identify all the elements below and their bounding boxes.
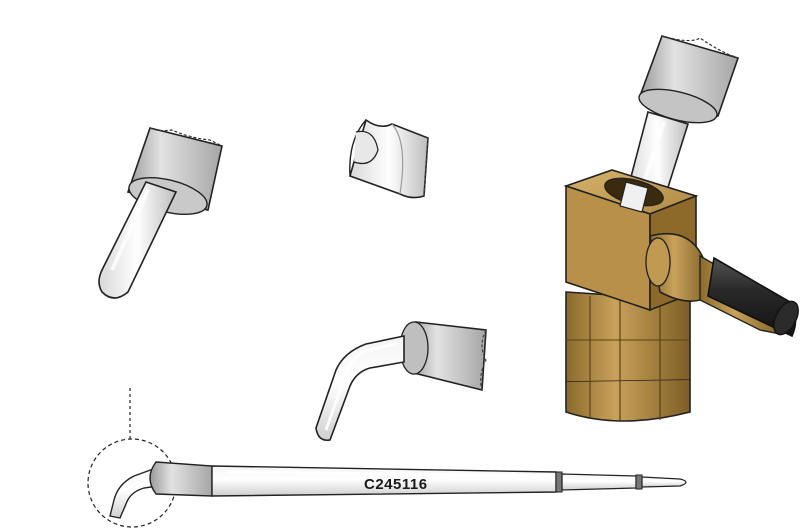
- tip-holder-assembly-view: [563, 35, 799, 422]
- tip-bent-view: [315, 321, 487, 442]
- sleeve-section-view: [349, 118, 429, 199]
- tool-side-view: C245116: [87, 388, 687, 528]
- part-number-label: C245116: [364, 476, 428, 493]
- tip-angled-view: [98, 127, 223, 299]
